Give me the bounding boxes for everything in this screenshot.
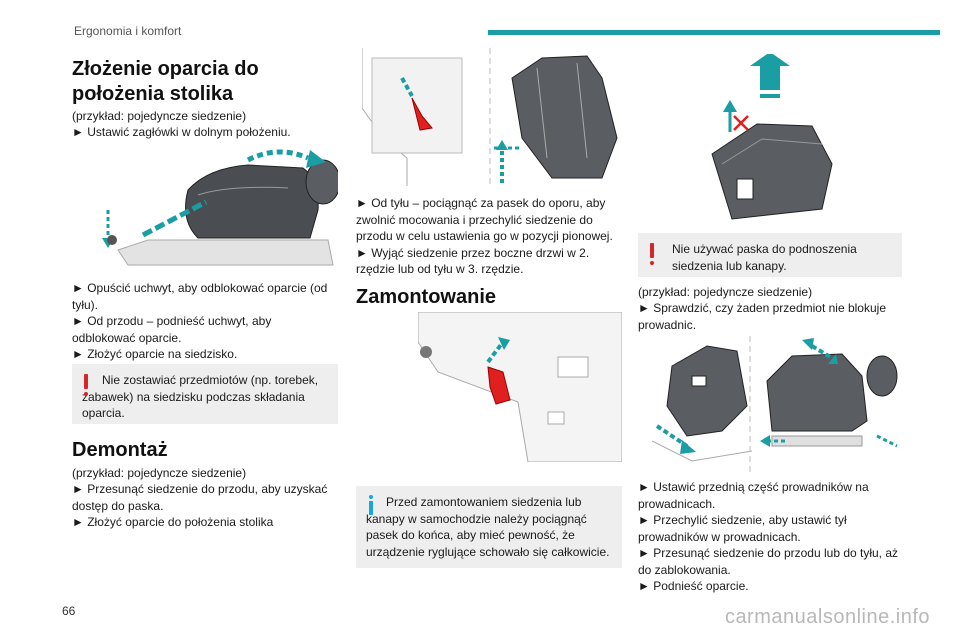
warning-box-objects: Nie zostawiać przedmiotów (np. torebek, … [72,364,338,424]
example-note-3: (przykład: pojedyncze siedzenie) [638,285,813,299]
info-icon [369,495,373,515]
step-check-rails: ► Sprawdzić, czy żaden przedmiot nie blo… [638,301,886,332]
seat-rails-illustration [652,336,898,472]
steps-install: ► Ustawić przednią część prowadników na … [638,479,904,595]
info-text: Przed zamontowaniem siedzenia lub kanapy… [366,495,610,559]
example-note-2: (przykład: pojedyncze siedzenie) [72,466,247,480]
steps-demontaz: ► Przesunąć siedzenie do przodu, aby uzy… [72,481,338,531]
step-lift-handle: ► Od przodu – podnieść uchwyt, aby odblo… [72,314,272,345]
warning-icon-2 [650,243,654,265]
warning-text: Nie zostawiać przedmiotów (np. torebek, … [82,373,319,420]
section-title: Ergonomia i komfort [74,24,182,38]
no-lift-strap-illustration [711,54,833,220]
watermark: carmanualsonline.info [724,606,930,628]
seat-strap-illustration [362,48,618,186]
warning-text-2: Nie używać paska do podnoszenia siedzeni… [672,242,857,273]
step-headrests: ► Ustawić zagłówki w dolnym położeniu. [72,125,291,139]
seat-fold-illustration [88,140,338,275]
steps-folding: ► Opuścić uchwyt, aby odblokować oparcie… [72,280,338,363]
warning-icon [84,374,88,396]
step-fold-table: ► Złożyć oparcie do położenia stolika [72,515,274,529]
step-slide-lock: ► Przesunąć siedzenie do przodu lub do t… [638,546,899,577]
warning-box-strap: Nie używać paska do podnoszenia siedzeni… [638,233,902,277]
heading-folding-backrest: Złożenie oparcia do położenia stolika [72,58,259,105]
page-number: 66 [62,604,76,618]
heading-zamontowanie: Zamontowanie [356,286,497,308]
seat-mounting-illustration [418,312,622,462]
info-box-mounting: Przed zamontowaniem siedzenia lub kanapy… [356,486,622,568]
steps-remove: ► Od tyłu – pociągnąć za pasek do oporu,… [356,195,622,278]
header-accent-bar [488,30,940,35]
example-note: (przykład: pojedyncze siedzenie) [72,109,247,123]
heading-demontaz: Demontaż [72,439,168,461]
step-front-guides: ► Ustawić przednią część prowadników na … [638,480,869,511]
step-remove-seat: ► Wyjąć siedzenie przez boczne drzwi w 2… [356,245,590,277]
step-slide-seat: ► Przesunąć siedzenie do przodu, aby uzy… [72,482,328,513]
step-raise-backrest: ► Podnieść oparcie. [638,579,749,593]
step-fold-backrest: ► Złożyć oparcie na siedzisko. [72,347,238,361]
step-lower-handle: ► Opuścić uchwyt, aby odblokować oparcie… [72,281,328,312]
step-tilt-seat: ► Przechylić siedzenie, aby ustawić tył … [638,513,847,544]
step-pull-strap: ► Od tyłu – pociągnąć za pasek do oporu,… [356,196,613,243]
